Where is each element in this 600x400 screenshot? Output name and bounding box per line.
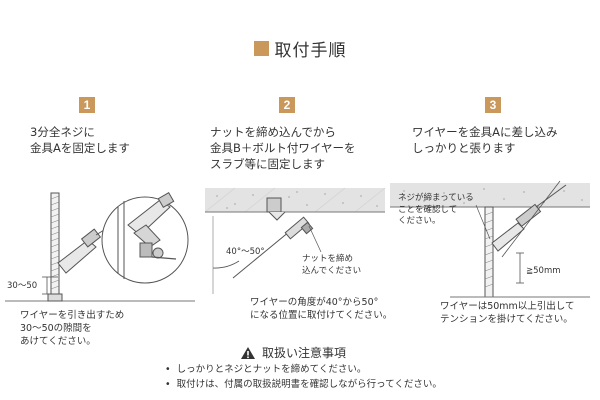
precautions-title: 取扱い注意事項 — [262, 346, 347, 360]
step-3-note-1: ネジが締まっている — [398, 193, 474, 203]
step-1-caption: ワイヤーを引き出すため 30～50の隙間を あけてください。 — [20, 309, 124, 348]
precaution-item: 取付けは、付属の取扱説明書を確認しながら行ってください。 — [165, 377, 442, 392]
step-3-caption-2: テンションを掛けてください。 — [440, 314, 573, 325]
step-2-line-3: スラブ等に固定します — [210, 157, 325, 171]
precautions-header: 取扱い注意事項 — [240, 344, 346, 361]
step-2-note-2: 込んでください — [302, 265, 362, 276]
step-2-illustration — [204, 187, 386, 294]
step-3-line-1: ワイヤーを金具Aに差し込み — [412, 125, 558, 139]
step-1-badge: 1 — [79, 97, 95, 113]
step-2-line-1: ナットを締め込んでから — [210, 125, 336, 139]
step-1-caption-2: 30～50の隙間を — [20, 323, 92, 334]
step-2-badge: 2 — [279, 97, 295, 113]
precaution-item: しっかりとネジとナットを締めてください。 — [165, 362, 442, 377]
step-1-illustration — [5, 191, 195, 302]
step-2-caption: ワイヤーの角度が40°から50° になる位置に取付けてください。 — [250, 296, 392, 322]
step-3-badge: 3 — [485, 97, 501, 113]
warning-icon — [241, 346, 255, 359]
step-1-caption-3: あけてください。 — [20, 336, 96, 347]
step-3-caption: ワイヤーは50mm以上引出して テンションを掛けてください。 — [440, 300, 575, 326]
step-2-caption-1: ワイヤーの角度が40°から50° — [250, 297, 379, 308]
step-2-instruction: ナットを締め込んでから 金具B＋ボルト付ワイヤーを スラブ等に固定します — [210, 124, 356, 172]
step-2-note: ナットを締め 込んでください — [302, 254, 361, 277]
precautions-list: しっかりとネジとナットを締めてください。 取付けは、付属の取扱説明書を確認しなが… — [165, 362, 442, 392]
step-1-gap-measure: 30～50 — [7, 281, 38, 291]
step-2-line-2: 金具B＋ボルト付ワイヤーを — [210, 141, 356, 155]
step-1-caption-1: ワイヤーを引き出すため — [20, 310, 125, 321]
page-title-row: 取付手順 — [0, 36, 600, 61]
page-title: 取付手順 — [274, 41, 347, 61]
step-3-note-3: ください。 — [398, 216, 441, 226]
title-square-icon — [253, 41, 269, 56]
step-3-note-2: ことを確認して — [398, 204, 458, 215]
step-3-instruction: ワイヤーを金具Aに差し込み しっかりと張ります — [412, 124, 558, 156]
step-1-instruction: 3分全ネジに 金具Aを固定します — [30, 124, 130, 156]
step-3-note: ネジが締まっている ことを確認して ください。 — [398, 193, 474, 228]
step-1-line-1: 3分全ネジに — [30, 125, 95, 139]
step-3-line-2: しっかりと張ります — [412, 141, 516, 155]
step-2-angle-label: 40°～50° — [226, 247, 265, 257]
step-2-caption-2: になる位置に取付けてください。 — [250, 310, 393, 321]
step-3-length-measure: ≧50mm — [526, 266, 561, 276]
step-3-caption-1: ワイヤーは50mm以上引出して — [440, 301, 575, 312]
step-1-line-2: 金具Aを固定します — [30, 141, 130, 155]
step-2-note-1: ナットを締め — [302, 254, 354, 264]
step-3-illustration — [390, 180, 590, 298]
